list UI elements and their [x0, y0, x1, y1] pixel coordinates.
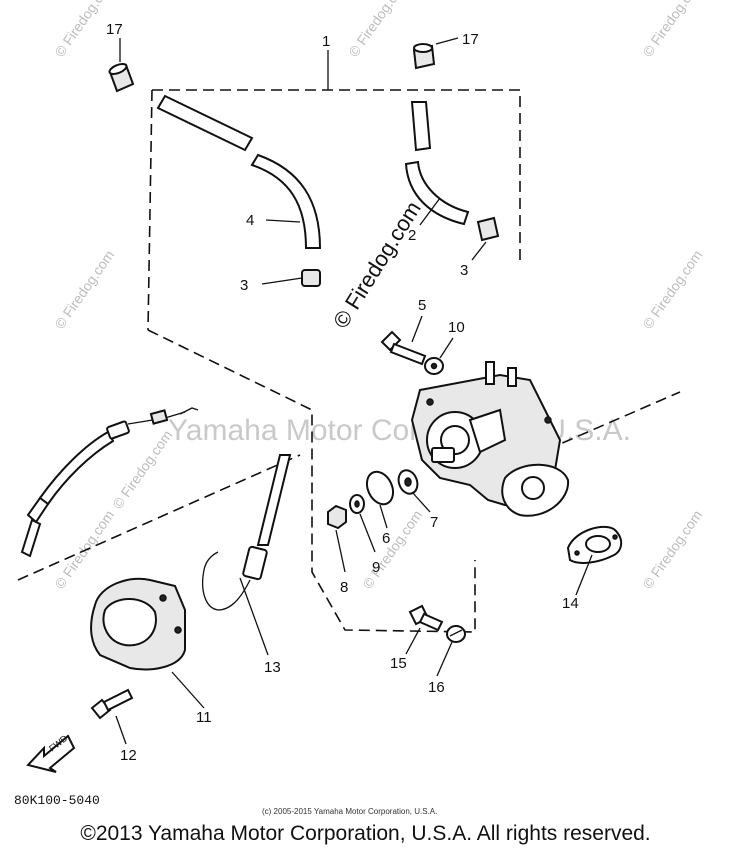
- callout-4: 4: [246, 212, 254, 229]
- watermark-site: © Firedog.com: [51, 247, 117, 332]
- washer-7: [397, 469, 419, 495]
- callout-16: 16: [428, 679, 445, 696]
- callout-2: 2: [408, 227, 416, 244]
- fwd-arrow: FWD: [26, 733, 76, 773]
- washer-16: [446, 625, 466, 643]
- watermark-site: © Firedog.com: [639, 0, 705, 60]
- callout-3: 3: [460, 262, 468, 279]
- callout-10: 10: [448, 319, 465, 336]
- firedog-overlay-text: © Firedog.com: [328, 197, 426, 333]
- nut-8: [327, 504, 347, 530]
- callout-17: 17: [106, 21, 123, 38]
- callout-1: 1: [322, 33, 330, 50]
- watermark-center: Yamaha Motor Corporation, U.S.A.: [168, 414, 631, 447]
- washer-10: [424, 357, 444, 375]
- clamp-3-right: [476, 216, 500, 242]
- cap-17-right: [412, 43, 436, 70]
- callout-labels: 1 17 17 4 2 3 3 5 10 6 7 8 9 14 13 11 12…: [106, 21, 579, 764]
- control-cable: [20, 407, 199, 558]
- hose-4: [156, 94, 322, 249]
- watermark-site: © Firedog.com: [639, 247, 705, 332]
- oil-pump-body: [410, 361, 570, 517]
- clamp-3-left: [301, 269, 321, 287]
- callout-13: 13: [264, 659, 281, 676]
- bolt-12: [90, 688, 134, 720]
- cable-13: [202, 454, 292, 611]
- gasket-14: [566, 525, 623, 564]
- bolt-15: [408, 604, 444, 632]
- watermark-site: © Firedog.com: [359, 507, 425, 592]
- callout-12: 12: [120, 747, 137, 764]
- callout-7: 7: [430, 514, 438, 531]
- small-copyright: (c) 2005-2015 Yamaha Motor Corporation, …: [262, 807, 437, 816]
- callout-3: 3: [240, 277, 248, 294]
- hose-2: [404, 101, 470, 226]
- watermark-site: © Firedog.com: [109, 427, 175, 512]
- assembly-outline: [17, 50, 681, 633]
- copyright-footer: ©2013 Yamaha Motor Corporation, U.S.A. A…: [80, 822, 651, 845]
- plate-6: [365, 470, 395, 506]
- bolt-5: [380, 330, 427, 366]
- cap-17-left: [108, 62, 135, 93]
- callout-11: 11: [196, 709, 212, 726]
- watermark-site: © Firedog.com: [639, 507, 705, 592]
- callout-9: 9: [372, 559, 380, 576]
- watermark-site: © Firedog.com: [51, 507, 117, 592]
- lockwasher-9: [349, 494, 365, 514]
- cover-11: [90, 577, 186, 671]
- callout-17: 17: [462, 31, 479, 48]
- callout-8: 8: [340, 579, 348, 596]
- diagram-code: 80K100-5040: [14, 793, 100, 808]
- callout-5: 5: [418, 297, 426, 314]
- callout-15: 15: [390, 655, 407, 672]
- callout-14: 14: [562, 595, 579, 612]
- watermark-site: © Firedog.com: [345, 0, 411, 60]
- callout-6: 6: [382, 530, 390, 547]
- leader-lines: [115, 37, 593, 745]
